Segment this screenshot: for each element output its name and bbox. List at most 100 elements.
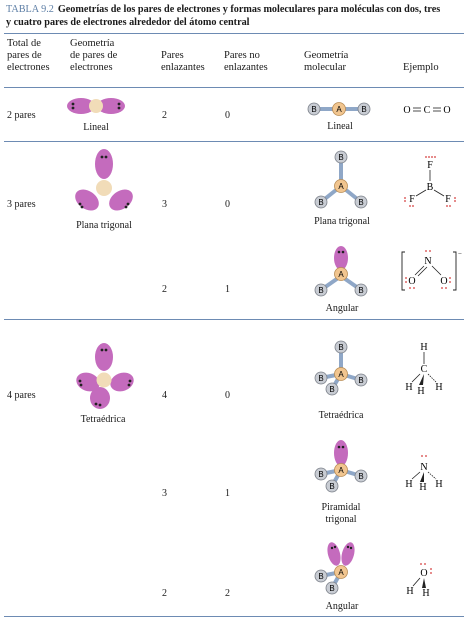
row4-molecular-label: Tetraédrica [318, 410, 364, 421]
atom-h: H [417, 386, 424, 397]
atom-a-label: A [338, 568, 344, 577]
atom-h: H [419, 482, 426, 493]
atom-o: O [440, 276, 447, 287]
header-nonbonding-line2: enlazantes [224, 62, 268, 73]
row4-geometry-label: Tetraédrica [80, 414, 126, 425]
atom-a-label: A [336, 105, 342, 114]
row2-total: 3 pares [7, 199, 36, 210]
co2-structure: O C O [403, 105, 450, 116]
atom-h: H [405, 382, 412, 393]
atom-f: F [445, 194, 451, 205]
header-molecular: Geometría molecular [304, 50, 348, 74]
atom-a-label: A [338, 370, 344, 379]
trigonal-planar-electron-geometry [75, 149, 133, 211]
atom-a-label: A [338, 182, 344, 191]
h2o-structure: O H H [406, 563, 432, 599]
row3-bonding: 2 [162, 284, 167, 295]
atom-c: C [421, 364, 428, 375]
header-bonding-line2: enlazantes [161, 62, 205, 73]
header-molecular-line2: molecular [304, 62, 346, 73]
header-geometry-pairs: Geometría de pares de electrones [70, 38, 117, 74]
atom-f: F [409, 194, 415, 205]
row5-molecular-line1: Piramidal [321, 502, 361, 513]
header-geom-line1: Geometría [70, 38, 115, 49]
atom-b-label: B [358, 376, 363, 385]
atom-c: C [424, 105, 431, 116]
header-geom-line2: de pares de [70, 50, 118, 61]
atom-o: O [443, 105, 450, 116]
header-rule [4, 87, 464, 88]
trigonal-pyramidal-molecule-model: B B B A [314, 440, 368, 493]
linear-molecule-model: B A B [307, 102, 371, 116]
no2-structure: N O O − [401, 250, 462, 291]
nh3-structure: N H H H [405, 455, 443, 493]
row5-molecular-label: Piramidal trigonal [306, 502, 376, 526]
header-total-line1: Total de [7, 38, 41, 49]
row5-bonding: 3 [162, 488, 167, 499]
linear-electron-geometry [67, 98, 125, 114]
atom-b-label: B [358, 472, 363, 481]
atom-n: N [424, 256, 431, 267]
atom-b-label: B [358, 198, 363, 207]
atom-b-label: B [361, 105, 366, 114]
bent-tetrahedral-molecule-model: B B A [314, 542, 355, 595]
atom-b-label: B [311, 105, 316, 114]
atom-b-label: B [329, 584, 334, 593]
header-total-line3: electrones [7, 62, 50, 73]
row4-total: 4 pares [7, 390, 36, 401]
row-rule-1 [4, 141, 464, 142]
ch4-structure: H C H H H [405, 342, 442, 397]
atom-b-label: B [329, 482, 334, 491]
atom-f: F [427, 160, 433, 171]
top-rule [4, 33, 464, 34]
atom-b-label: B [338, 343, 343, 352]
header-molecular-line1: Geometría [304, 50, 349, 61]
atom-b-label: B [329, 385, 334, 394]
atom-b-label: B [318, 470, 323, 479]
atom-h: H [435, 479, 442, 490]
row6-nonbonding: 2 [225, 588, 230, 599]
atom-a-label: A [338, 270, 344, 279]
row3-molecular-label: Angular [325, 303, 359, 314]
row5-nonbonding: 1 [225, 488, 230, 499]
atom-o: O [403, 105, 410, 116]
header-nonbonding: Pares no enlazantes [224, 50, 268, 74]
row2-geometry-label: Plana trigonal [76, 220, 132, 231]
row6-bonding: 2 [162, 588, 167, 599]
bent-trigonal-molecule-model: B B A [314, 246, 368, 297]
row3-nonbonding: 1 [225, 284, 230, 295]
row1-molecular-label: Lineal [327, 121, 353, 132]
charge-minus: − [458, 250, 462, 258]
header-example: Ejemplo [403, 62, 439, 73]
row2-bonding: 3 [162, 199, 167, 210]
row1-geometry-label: Lineal [83, 122, 109, 133]
caption-line-2: y cuatro pares de electrones alrededor d… [6, 17, 250, 28]
header-bonding-line1: Pares [161, 50, 184, 61]
atom-b-label: B [338, 153, 343, 162]
row5-molecular-line2: trigonal [325, 514, 357, 525]
trigonal-planar-molecule-model: B B B A [314, 150, 368, 209]
row1-total: 2 pares [7, 110, 36, 121]
row1-nonbonding: 0 [225, 110, 230, 121]
atom-b: B [427, 182, 434, 193]
table-number: TABLA 9.2 [6, 4, 54, 15]
bottom-rule [4, 616, 464, 617]
row4-bonding: 4 [162, 390, 167, 401]
atom-h: H [405, 479, 412, 490]
atom-b-label: B [318, 286, 323, 295]
atom-h: H [406, 586, 413, 597]
row4-nonbonding: 0 [225, 390, 230, 401]
header-geom-line3: electrones [70, 62, 113, 73]
header-bonding: Pares enlazantes [161, 50, 205, 74]
header-total-line2: pares de [7, 50, 42, 61]
atom-o: O [420, 568, 427, 579]
atom-h: H [422, 588, 429, 599]
tetrahedral-molecule-model: B B B B A [314, 340, 368, 396]
atom-o: O [408, 276, 415, 287]
tetrahedral-electron-geometry [76, 343, 134, 409]
row2-molecular-label: Plana trigonal [314, 216, 370, 227]
atom-h: H [420, 342, 427, 353]
header-nonbonding-line1: Pares no [224, 50, 260, 61]
atom-b-label: B [318, 198, 323, 207]
